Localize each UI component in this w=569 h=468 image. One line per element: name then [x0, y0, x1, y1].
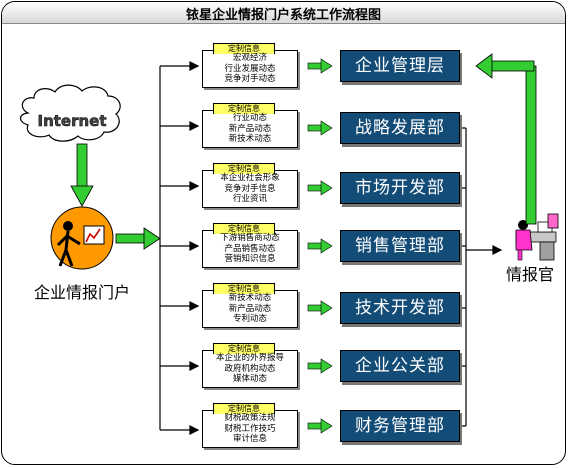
card-line: 产品销售动态 — [224, 243, 276, 254]
info-card-marketing: 定制信息 本企业社会形象 竞争对手信息 行业资讯 — [202, 163, 298, 208]
dept-box-strategy: 战略发展部 — [340, 112, 460, 144]
dept-to-officer-bracket — [462, 127, 503, 427]
card-line: 新产品动态 — [228, 123, 272, 134]
card-line: 下游销售商动态 — [220, 233, 280, 243]
title-bar: 铱星企业情报门户系统工作流程图 — [2, 2, 565, 24]
card-tab-label: 定制信息 — [213, 223, 275, 234]
officer-to-management-arrow — [475, 53, 537, 225]
card-line: 竞争对手信息 — [224, 183, 276, 194]
card-tab-label: 定制信息 — [213, 343, 275, 354]
intelligence-officer-icon — [515, 213, 559, 261]
card-tab-label: 定制信息 — [213, 403, 275, 414]
card-line: 本企业社会形象 — [220, 173, 280, 183]
card-tab-label: 定制信息 — [213, 163, 275, 174]
internet-cloud-icon — [19, 84, 121, 142]
info-card-strategy: 定制信息 行业动态 新产品动态 新技术动态 — [202, 103, 298, 148]
dept-box-tech: 技术开发部 — [340, 292, 460, 324]
card-line: 行业资讯 — [232, 194, 267, 204]
card-line: 新产品动态 — [228, 303, 272, 314]
card-to-dept-arrows — [307, 58, 333, 434]
card-line: 宏观经济 — [232, 53, 267, 63]
card-line: 新技术动态 — [228, 134, 272, 144]
portal-to-bracket-arrow — [115, 227, 161, 250]
card-line: 财税工作技巧 — [224, 423, 276, 434]
card-line: 营销知识信息 — [224, 254, 276, 264]
internet-label: Internet — [37, 112, 106, 130]
card-line: 审计信息 — [232, 434, 267, 444]
cloud-to-portal-arrow — [70, 143, 94, 207]
dept-box-marketing: 市场开发部 — [340, 172, 460, 204]
info-card-finance: 定制信息 财税政策法规 财税工作技巧 审计信息 — [202, 403, 298, 448]
distribution-bracket — [159, 61, 200, 435]
card-tab-label: 定制信息 — [213, 103, 275, 114]
card-line: 新技术动态 — [228, 293, 272, 303]
card-tab-label: 定制信息 — [213, 43, 275, 54]
info-card-tech: 定制信息 新技术动态 新产品动态 专利动态 — [202, 283, 298, 328]
card-line: 行业发展动态 — [224, 63, 276, 74]
card-line: 财税政策法规 — [224, 413, 276, 423]
card-line: 本企业的外界报导 — [215, 353, 284, 363]
card-line: 政府机构动态 — [224, 363, 276, 374]
dept-box-finance: 财务管理部 — [340, 410, 460, 442]
officer-label: 情报官 — [506, 265, 554, 284]
portal-label: 企业情报门户 — [34, 283, 130, 302]
card-line: 竞争对手动态 — [224, 74, 276, 84]
portal-presenter-icon — [50, 206, 114, 270]
card-line: 专利动态 — [232, 314, 267, 324]
card-tab-label: 定制信息 — [213, 283, 275, 294]
dept-box-management: 企业管理层 — [340, 50, 460, 82]
card-line: 媒体动态 — [232, 374, 267, 384]
info-card-management: 定制信息 宏观经济 行业发展动态 竞争对手动态 — [202, 43, 298, 88]
dept-box-sales: 销售管理部 — [340, 230, 460, 262]
info-card-sales: 定制信息 下游销售商动态 产品销售动态 营销知识信息 — [202, 223, 298, 268]
dept-box-pr: 企业公关部 — [340, 350, 460, 382]
diagram-title: 铱星企业情报门户系统工作流程图 — [185, 8, 381, 23]
info-card-pr: 定制信息 本企业的外界报导 政府机构动态 媒体动态 — [202, 343, 298, 388]
card-line: 行业动态 — [232, 113, 267, 123]
